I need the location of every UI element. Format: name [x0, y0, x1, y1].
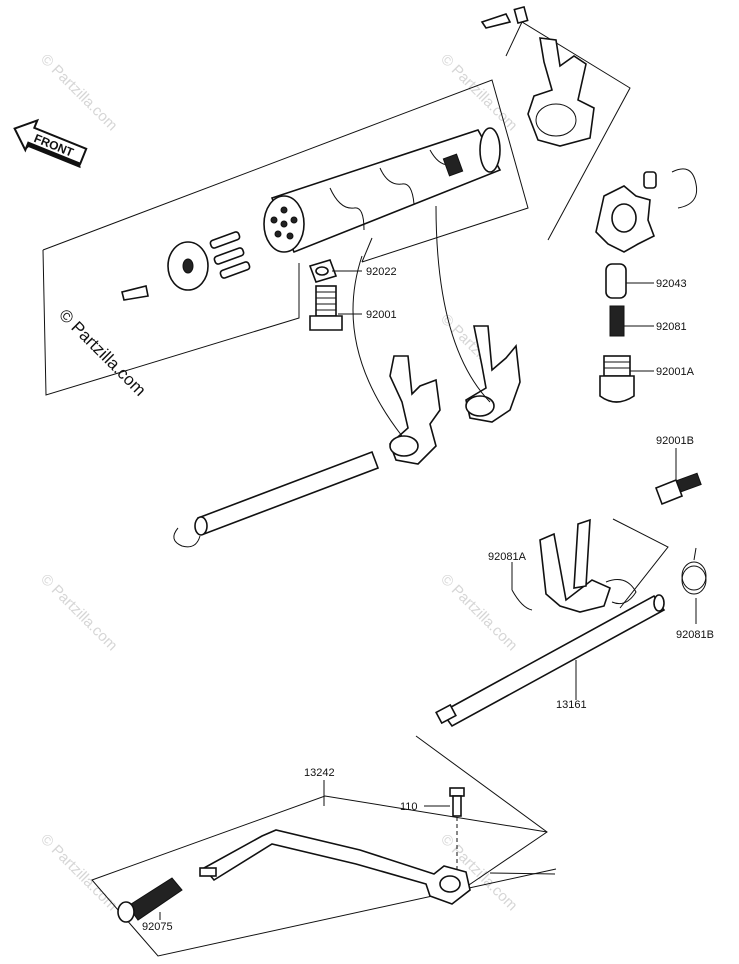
- shift-shaft: [435, 594, 666, 728]
- shift-drum-cam: [595, 168, 698, 253]
- callout-92001A: 92001A: [656, 366, 695, 378]
- drum-end-parts: [121, 231, 251, 301]
- shift-fork-left: [389, 355, 441, 465]
- shift-fork-top: [527, 37, 595, 147]
- spring-92081B: [681, 547, 707, 595]
- callout-labels: 92022 92001 92043 92081 92001A 92001B 92…: [142, 266, 714, 933]
- shift-drum: [263, 127, 502, 254]
- watermark-text: © Partzilla.com: [437, 571, 520, 654]
- callout-13161: 13161: [556, 699, 587, 711]
- watermark-text: © Partzilla.com: [437, 51, 520, 134]
- detent-parts: [599, 263, 635, 403]
- callout-92022: 92022: [366, 266, 397, 278]
- front-arrow: FRONT: [13, 118, 88, 169]
- callout-110: 110: [400, 801, 418, 813]
- callout-92001: 92001: [366, 309, 397, 321]
- frame-lines: [42, 21, 669, 957]
- callout-92081A: 92081A: [488, 551, 527, 563]
- shift-mechanism: [511, 518, 637, 613]
- bolt-110: [449, 787, 465, 880]
- pedal-rubber-92075: [117, 877, 183, 923]
- shift-fork-right: [465, 325, 521, 423]
- shift-pedal: [199, 829, 471, 905]
- watermark-text: © Partzilla.com: [37, 51, 120, 134]
- bolt-92001-group: [308, 259, 343, 331]
- bolt-92001B: [654, 472, 702, 506]
- callout-92075: 92075: [142, 921, 173, 933]
- leader-lines: [159, 270, 697, 920]
- callout-13242: 13242: [304, 767, 335, 779]
- top-pin-and-clip: [480, 5, 529, 29]
- callout-92001B: 92001B: [656, 435, 694, 447]
- fork-guide-curve-right: [435, 205, 491, 403]
- fork-guide-curve-left: [352, 255, 403, 437]
- watermark-text-main: © Partzilla.com: [55, 305, 149, 399]
- callout-92043: 92043: [656, 278, 687, 290]
- callout-92081: 92081: [656, 321, 687, 333]
- fork-shaft: [173, 450, 380, 548]
- watermark-text: © Partzilla.com: [37, 571, 120, 654]
- watermark-text: © Partzilla.com: [37, 831, 120, 914]
- callout-92081B: 92081B: [676, 629, 714, 641]
